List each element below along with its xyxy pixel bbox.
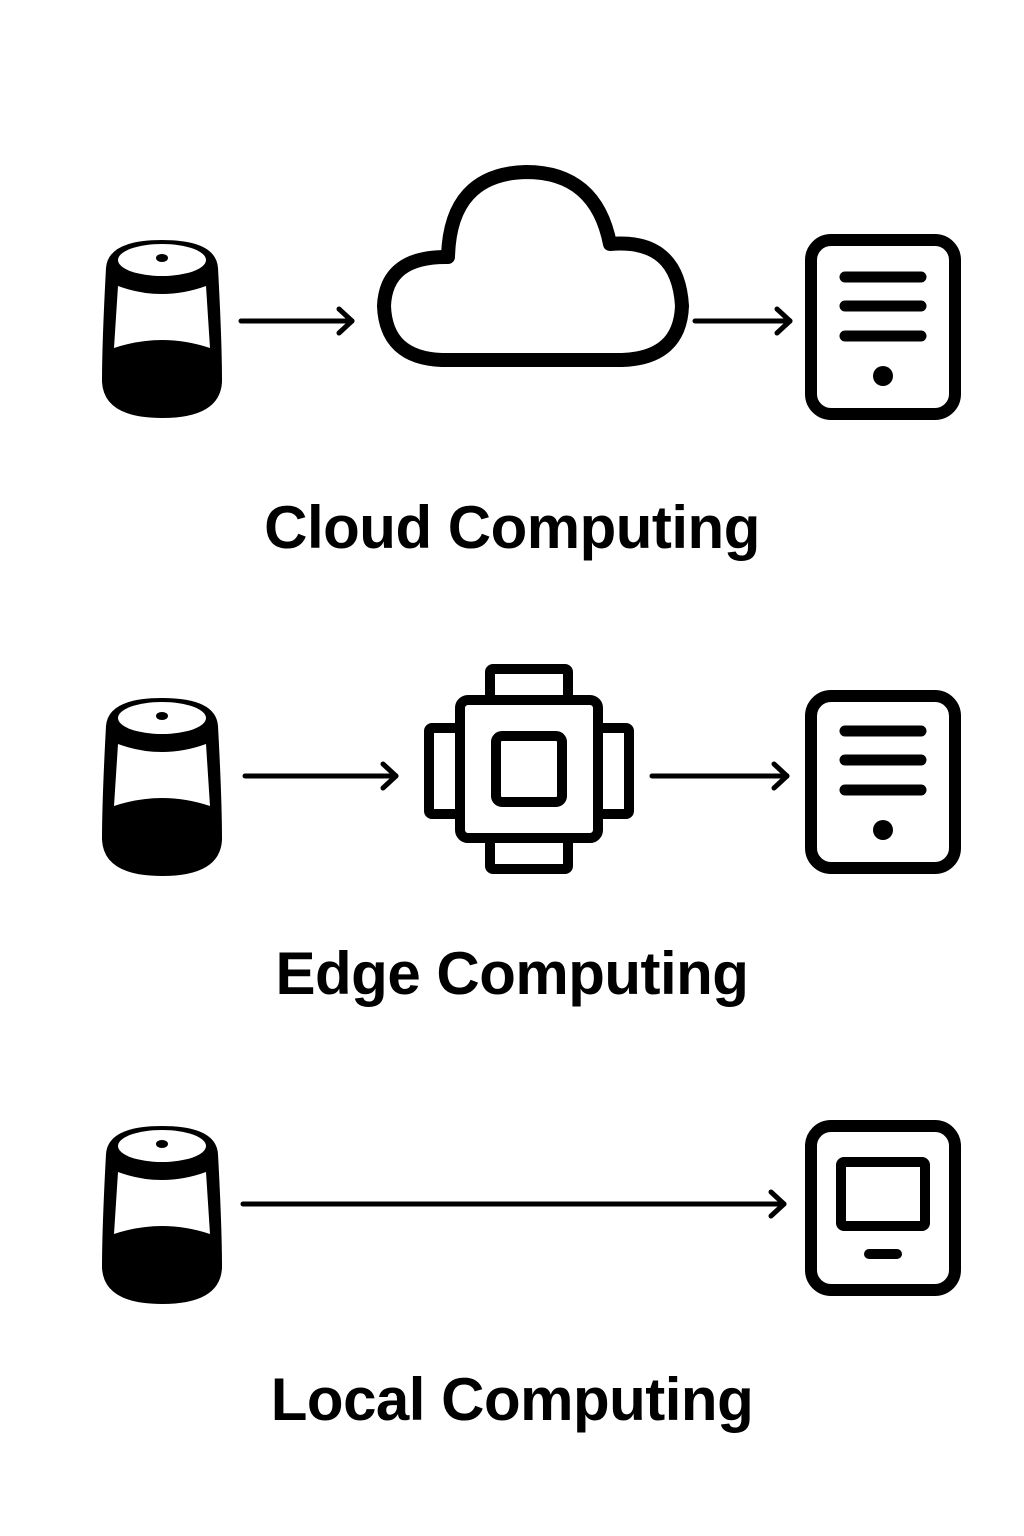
- server-device-icon: [805, 690, 961, 874]
- smart-speaker-icon: [102, 240, 222, 418]
- arrow-right-icon: [238, 306, 355, 336]
- smart-speaker-icon: [102, 1126, 222, 1304]
- local-computing-label: Local Computing: [270, 1366, 754, 1433]
- local-tablet-device-icon: [805, 1120, 961, 1296]
- cloud-icon: [377, 165, 689, 367]
- smart-speaker-icon: [102, 698, 222, 876]
- edge-chip-icon: [424, 664, 634, 874]
- arrow-right-icon: [240, 1189, 787, 1219]
- server-device-icon: [805, 234, 961, 420]
- arrow-right-icon: [692, 306, 793, 336]
- arrow-right-icon: [649, 761, 790, 791]
- edge-computing-label: Edge Computing: [275, 940, 749, 1007]
- cloud-computing-label: Cloud Computing: [264, 494, 760, 561]
- arrow-right-icon: [242, 761, 399, 791]
